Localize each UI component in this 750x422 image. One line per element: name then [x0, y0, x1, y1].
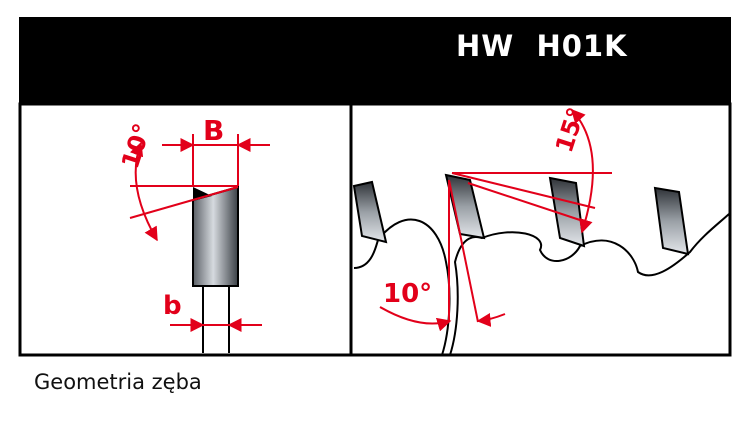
caption-text: Geometria zęba [34, 370, 202, 394]
bevel-angle-15-label: 15° [550, 104, 591, 156]
left-tooth-diagram: B b 10° [116, 114, 270, 353]
right-panel-frame [349, 102, 732, 357]
thickness-label: b [163, 291, 182, 321]
tooth-1 [352, 180, 388, 244]
header-title: HW H01K [456, 29, 628, 63]
width-label: B [203, 114, 224, 147]
tooth-2 [444, 173, 486, 240]
hook-angle-label: 10° [383, 279, 432, 309]
right-teeth-diagram: 15° 10° [352, 104, 730, 356]
bevel-angle-label: 10° [116, 120, 157, 172]
carbide-tip [192, 185, 239, 287]
tooth-geometry-diagram: HW H01K B b 10° [18, 17, 732, 357]
left-panel-frame [18, 102, 353, 357]
tooth-4 [653, 186, 690, 256]
header-bar [19, 17, 731, 104]
tip-bevel [193, 187, 212, 201]
